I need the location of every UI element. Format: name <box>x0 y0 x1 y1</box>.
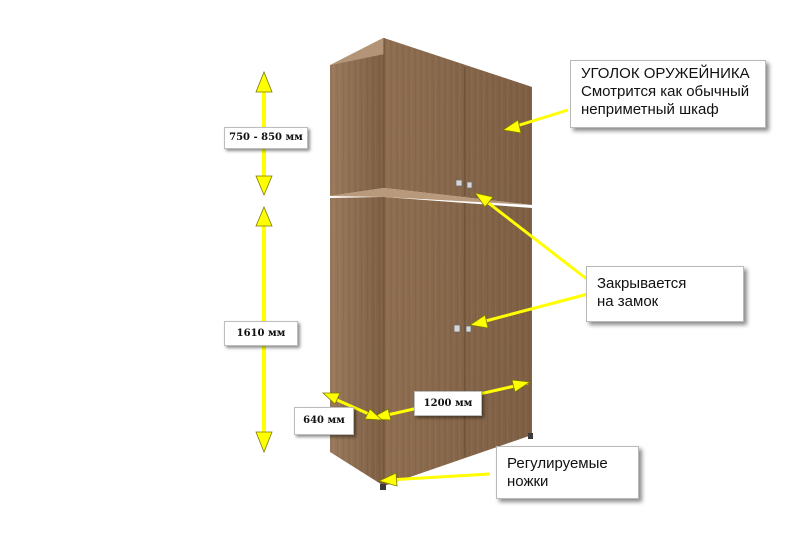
callout-lock: Закрывается на замок <box>586 266 744 322</box>
callout-gun-corner: УГОЛОК ОРУЖЕЙНИКА Смотрится как обычный … <box>570 60 766 128</box>
pointer-upper-cabinet <box>501 108 569 134</box>
dimension-depth: 640 мм <box>294 407 354 435</box>
callout-lock-line2: на замок <box>597 293 659 310</box>
door-handles <box>453 179 473 333</box>
pointer-legs <box>377 472 491 487</box>
pointer-lock-lower <box>468 292 589 329</box>
upper-cabinet <box>330 38 532 205</box>
leg-right <box>528 433 533 439</box>
handle-upper-right <box>466 181 473 189</box>
callout-legs-line2: ножки <box>507 473 549 490</box>
dimension-top-height: 750 - 850 мм <box>224 127 308 149</box>
handle-lower-right <box>465 325 472 333</box>
callout-gun-corner-title: УГОЛОК ОРУЖЕЙНИКА <box>581 65 750 82</box>
handle-upper-left <box>455 179 463 187</box>
callout-lock-line1: Закрывается <box>597 275 687 292</box>
leg-front <box>380 484 386 490</box>
handle-lower-left <box>453 324 461 333</box>
callout-legs: Регулируемые ножки <box>496 446 639 499</box>
callout-legs-line1: Регулируемые <box>507 455 608 472</box>
lower-cabinet <box>330 188 533 490</box>
pointer-lock-upper <box>474 192 589 282</box>
callout-gun-corner-line3: неприметный шкаф <box>581 101 719 118</box>
callout-gun-corner-line2: Смотрится как обычный <box>581 83 750 100</box>
dimension-bottom-height: 1610 мм <box>224 321 298 346</box>
dimension-width: 1200 мм <box>414 391 482 416</box>
depth-arrow <box>321 392 384 421</box>
